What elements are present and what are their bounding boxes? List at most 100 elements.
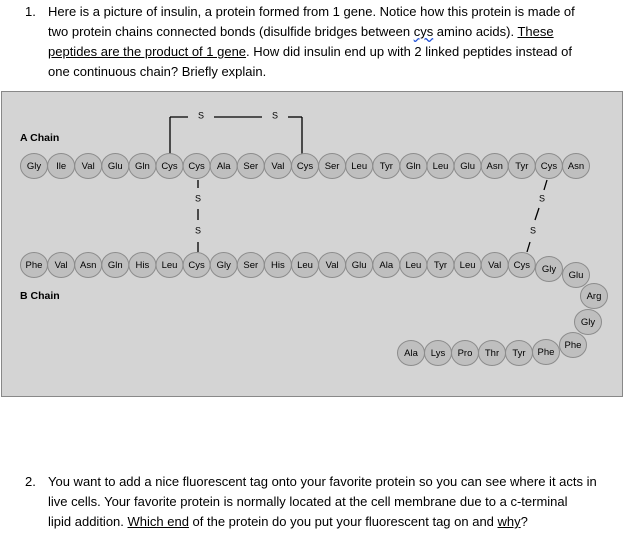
b-chain-residue-30-label: Ala	[404, 348, 418, 359]
b-chain-residue-12: Val	[318, 252, 347, 278]
a-chain-residue-21: Asn	[562, 153, 590, 179]
b-chain-residue-10-label: His	[271, 260, 285, 271]
b-chain-residue-19-label: Cys	[514, 260, 531, 271]
b-chain-residue-6-label: Leu	[162, 260, 178, 271]
b-chain-residue-5: His	[128, 252, 157, 278]
a-chain-residue-19-label: Tyr	[515, 161, 528, 172]
a-chain-residue-4: Glu	[101, 153, 130, 179]
b-chain-residue-8: Gly	[209, 252, 238, 278]
b-chain-residue-22-circle	[580, 283, 608, 309]
q1-line3-text: . How did insulin end up with 2 linked p…	[246, 44, 572, 59]
q2-underlined-why: why	[497, 514, 521, 529]
a-chain-residue-2-label: Ile	[56, 161, 66, 172]
a-chain-residue-9: Ser	[236, 153, 265, 179]
b-chain-residue-20: Gly	[535, 256, 563, 282]
a-chain-residue-3-label: Val	[82, 161, 95, 172]
b-chain-residue-19-circle	[507, 252, 536, 278]
a-chain-residue-12-label: Ser	[325, 161, 340, 172]
b-chain-residue-28: Pro	[451, 340, 479, 366]
sulfur-label-a7: S	[195, 193, 201, 203]
q1-line2-text: two protein chains connected bonds (disu…	[48, 24, 414, 39]
question-1-line-4: one continuous chain? Briefly explain.	[48, 64, 267, 79]
q2-line3-text: lipid addition.	[48, 514, 128, 529]
b-chain-residue-15-label: Leu	[405, 260, 421, 271]
b-chain-residue-12-label: Val	[326, 260, 339, 271]
b-chain-residue-7: Cys	[182, 252, 211, 278]
b-chain-residue-15: Leu	[399, 252, 428, 278]
a-chain-label: A Chain	[20, 132, 60, 144]
a-chain-residue-1: Gly	[20, 153, 48, 179]
a-chain-residue-18-label: Asn	[487, 161, 503, 172]
a-chain-residue-13-label: Leu	[351, 161, 367, 172]
a-chain-residue-2: Ile	[47, 153, 76, 179]
question-2-line-3: lipid addition. Which end of the protein…	[48, 512, 597, 532]
b-chain-label: B Chain	[20, 290, 60, 302]
b-chain-residue-9-label: Ser	[243, 260, 258, 271]
cys-word: cys	[413, 24, 434, 39]
b-chain-residue-23-label: Gly	[581, 317, 596, 328]
sulfur-label-b19: S	[530, 225, 536, 235]
question-2-line-1: You want to add a nice fluorescent tag o…	[48, 474, 597, 489]
b-chain-residue-9: Ser	[236, 252, 265, 278]
b-chain-residue-4: Gln	[101, 252, 130, 278]
a-chain-residue-16: Leu	[426, 153, 455, 179]
q2-line3-end: ?	[520, 514, 528, 529]
a-chain-residue-16-label: Leu	[433, 161, 449, 172]
b-chain-residue-27-label: Thr	[485, 348, 499, 359]
a-chain-residue-14-label: Tyr	[380, 161, 393, 172]
b-chain-residue-17: Leu	[453, 252, 482, 278]
b-chain-residue-16: Tyr	[426, 252, 455, 278]
b-chain-residue-22-label: Arg	[587, 291, 602, 302]
question-1-number: 1.	[25, 4, 36, 19]
a-chain-residue-6-label: Cys	[161, 161, 178, 172]
a-chain-residue-10-label: Val	[271, 161, 284, 172]
q2-line3-mid: of the protein do you put your fluoresce…	[188, 514, 498, 529]
a-chain-residue-20: Cys	[534, 153, 563, 179]
bond-a20-b19-lower	[526, 241, 531, 253]
b-chain-residue-14: Ala	[372, 252, 401, 278]
b-chain-residue-7-label: Cys	[188, 260, 205, 271]
question-2: 2. You want to add a nice fluorescent ta…	[25, 472, 625, 532]
b-chain-residue-2: Val	[47, 252, 76, 278]
bond-a20-b19-mid	[534, 207, 540, 221]
a-chain-residue-15-label: Gln	[406, 161, 421, 172]
b-chain-residue-24: Phe	[559, 332, 587, 358]
question-2-text: You want to add a nice fluorescent tag o…	[48, 472, 597, 532]
a-chain-residue-8: Ala	[209, 153, 238, 179]
b-chain-residue-11-label: Leu	[297, 260, 313, 271]
b-chain-residue-8-label: Gly	[217, 260, 232, 271]
b-chain-residue-20-circle	[535, 256, 563, 282]
bond-a20-b19-upper	[543, 179, 548, 191]
b-chain-residue-6: Leu	[155, 252, 184, 278]
sulfur-label-a11: S	[272, 110, 278, 120]
a-chain-residue-15: Gln	[399, 153, 428, 179]
b-chain-residue-27: Thr	[478, 340, 506, 366]
b-chain-residue-4-label: Gln	[108, 260, 123, 271]
b-chain-residue-1-label: Phe	[26, 260, 43, 271]
a-chain-residue-19: Tyr	[507, 153, 536, 179]
b-chain-residue-2-label: Val	[55, 260, 68, 271]
b-chain-residue-23-circle	[574, 309, 602, 335]
sulfur-label-b7: S	[195, 225, 201, 235]
b-chain-residue-18-label: Val	[488, 260, 501, 271]
a-chain-residue-5-label: Gln	[135, 161, 150, 172]
a-chain-residue-21-label: Asn	[568, 161, 584, 172]
b-chain-residue-23: Gly	[574, 309, 602, 335]
b-chain-residue-30-circle	[397, 340, 425, 366]
b-chain-residue-29: Lys	[424, 340, 452, 366]
sulfur-label-a20: S	[539, 193, 545, 203]
question-1-line-3: peptides are the product of 1 gene. How …	[48, 42, 575, 62]
question-1-text: Here is a picture of insulin, a protein …	[48, 2, 575, 82]
b-chain-residue-11: Leu	[291, 252, 319, 278]
b-chain-residue-21-circle	[562, 262, 590, 288]
b-chain-residue-1: Phe	[20, 252, 48, 278]
q1-underlined-these: These	[517, 24, 554, 39]
a-chain-residue-21-circle	[562, 153, 590, 179]
b-chain-residue-28-label: Pro	[458, 348, 473, 359]
a-chain-residue-7: Cys	[182, 153, 211, 179]
b-chain-residue-24-circle	[559, 332, 587, 358]
a-chain-residue-3: Val	[74, 153, 103, 179]
